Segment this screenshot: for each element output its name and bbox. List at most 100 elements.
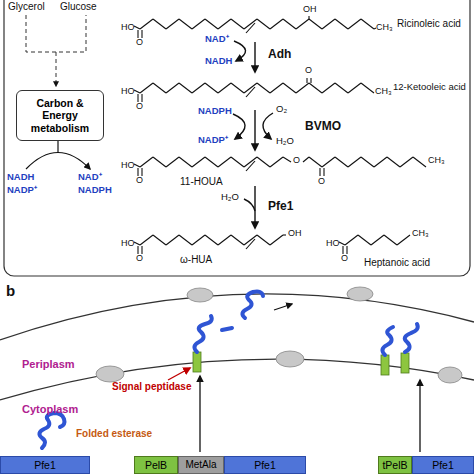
bond xyxy=(179,83,192,93)
signal-peptide xyxy=(193,352,409,375)
bond xyxy=(348,157,361,167)
cofactor-label: NAD⁺ xyxy=(78,172,102,182)
bond xyxy=(361,19,374,29)
bond xyxy=(270,157,283,167)
bond xyxy=(141,30,142,38)
bond xyxy=(141,94,142,102)
bond xyxy=(231,157,244,167)
compound-name: 11-HOUA xyxy=(180,176,223,187)
atom-label: O xyxy=(136,176,143,186)
bond xyxy=(231,83,244,93)
export-arrows xyxy=(200,376,420,452)
atom-label: HO xyxy=(326,239,340,249)
gene-segment: tPelB xyxy=(378,456,412,474)
bond xyxy=(140,19,153,29)
bond xyxy=(141,246,142,254)
atom-label: O xyxy=(136,102,143,112)
bond xyxy=(361,157,374,167)
bond xyxy=(205,235,218,245)
bond xyxy=(140,235,153,245)
enzyme-name: Adh xyxy=(268,48,291,61)
cofactor-label: H₂O xyxy=(221,192,239,202)
bond xyxy=(153,157,166,167)
box-text: tPelB xyxy=(382,459,407,471)
bond xyxy=(137,94,138,102)
bond xyxy=(306,78,307,83)
box-text: PelB xyxy=(145,459,167,471)
bond xyxy=(257,83,270,93)
box-text: Carbon & Energy metabolism xyxy=(21,97,99,133)
bond xyxy=(179,235,192,245)
atom-label: CH₃ xyxy=(428,156,445,166)
bond xyxy=(218,157,231,167)
bond xyxy=(346,246,347,254)
bond xyxy=(140,83,153,93)
bond xyxy=(400,157,413,167)
substrate-label: Glucose xyxy=(60,1,97,12)
atom-label: O xyxy=(305,66,312,76)
atom-label: O xyxy=(293,156,300,166)
box-text: Pfe1 xyxy=(432,459,454,471)
bond xyxy=(283,234,286,235)
bond xyxy=(205,83,218,93)
atom-label: OH xyxy=(303,5,317,15)
atom-label: HO xyxy=(121,161,135,171)
bond xyxy=(205,19,218,29)
bond xyxy=(140,157,153,167)
bond xyxy=(384,235,397,245)
bond xyxy=(257,19,270,29)
box-text: Pfe1 xyxy=(254,459,276,471)
process-box: Carbon & Energy metabolism xyxy=(16,90,104,141)
atom-label: HO xyxy=(121,87,135,97)
compound-name: 12-Ketooleic acid xyxy=(393,82,466,92)
bond xyxy=(322,157,335,167)
bond xyxy=(283,83,296,93)
atom-label: O xyxy=(136,38,143,48)
bond xyxy=(246,87,255,97)
bond xyxy=(166,83,179,93)
bond xyxy=(413,157,426,167)
bond xyxy=(246,23,255,33)
bond xyxy=(205,157,218,167)
bond xyxy=(335,157,348,167)
enzyme-name: BVMO xyxy=(305,120,341,133)
bond xyxy=(137,168,138,176)
bond xyxy=(303,157,309,162)
bond xyxy=(335,19,348,29)
enzyme-label: Signal peptidase xyxy=(112,381,191,392)
bond xyxy=(257,235,270,245)
substrate-label: Glycerol xyxy=(8,1,45,12)
atom-label: O xyxy=(318,177,325,187)
bond xyxy=(319,168,320,176)
cofactor-label: NADPH xyxy=(198,106,232,116)
bond xyxy=(166,235,179,245)
cofactor-cycle xyxy=(26,138,90,169)
bond xyxy=(270,235,283,245)
atom-label: HO xyxy=(121,23,135,33)
atom-label: CH₃ xyxy=(412,229,429,239)
panel-letter: b xyxy=(6,283,15,300)
reaction-arrows xyxy=(233,41,273,228)
bond xyxy=(192,83,205,93)
bond xyxy=(310,78,311,83)
cofactor-label: NAD⁺ xyxy=(205,34,229,44)
enzyme-name: Pfe1 xyxy=(268,200,293,213)
bond xyxy=(309,83,322,93)
bond xyxy=(270,19,283,29)
bond xyxy=(153,19,166,29)
cofactor-label: O₂ xyxy=(276,104,287,114)
box-text: Pfe1 xyxy=(34,459,56,471)
bond xyxy=(134,90,140,93)
atom-label: O xyxy=(341,254,348,264)
bond xyxy=(166,19,179,29)
cofactor-label: NADPH xyxy=(78,185,112,195)
bond xyxy=(134,26,140,29)
bond xyxy=(141,168,142,176)
atom-label: CH₃ xyxy=(375,87,392,97)
cofactor-label: H₂O xyxy=(276,136,294,146)
structure-label: Folded esterase xyxy=(76,428,152,439)
bond xyxy=(308,16,309,19)
gene-segment: MetAla xyxy=(178,456,224,474)
bond xyxy=(218,235,231,245)
bond xyxy=(345,235,358,245)
